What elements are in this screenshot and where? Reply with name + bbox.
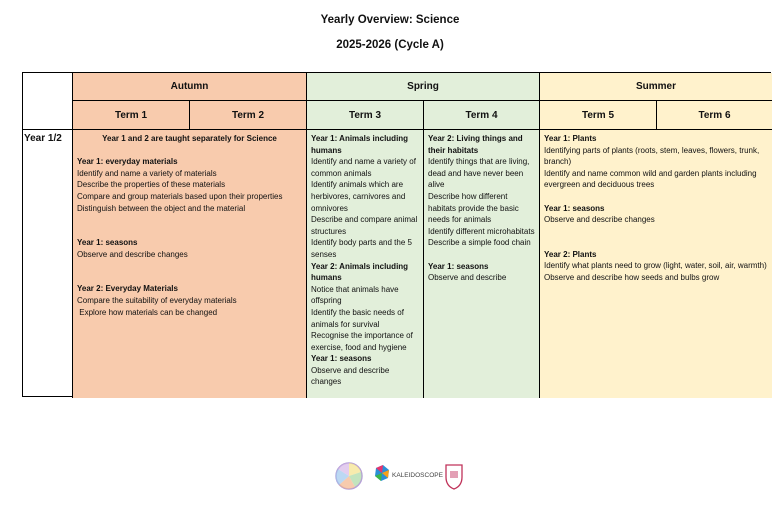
summer-list-3: Identify what plants need to grow (light…: [544, 260, 768, 283]
overview-table: Autumn Spring Summer Term 1 Term 2 Term …: [22, 72, 772, 398]
list-item: Identify the basic needs of animals for …: [311, 307, 407, 329]
list-item: Observe and describe changes: [77, 249, 188, 259]
list-item: Observe and describe changes: [544, 215, 655, 225]
term3-heading-2: Year 2: Animals including humans: [311, 261, 409, 283]
list-item: Identify animals which are herbivores, c…: [311, 180, 408, 213]
list-item: Distinguish between the object and the m…: [77, 203, 246, 213]
list-item: Identify what plants need to grow (light…: [544, 261, 767, 271]
autumn-list-2: Observe and describe changes: [77, 249, 302, 261]
autumn-content: Year 1 and 2 are taught separately for S…: [73, 130, 307, 398]
kaleidoscope-logo: KALEIDOSCOPE: [375, 465, 444, 481]
term-3-content: Year 1: Animals including humans Identif…: [307, 130, 424, 398]
term-2-header: Term 2: [190, 101, 307, 130]
summer-list-2: Observe and describe changes: [544, 214, 768, 226]
autumn-list-1: Identify and name a variety of materials…: [77, 168, 302, 214]
summer-heading-3: Year 2: Plants: [544, 249, 597, 259]
summer-list-1: Identifying parts of plants (roots, stem…: [544, 145, 768, 191]
page-subtitle: 2025-2026 (Cycle A): [336, 39, 444, 51]
list-item: Identify and name common wild and garden…: [544, 168, 759, 190]
list-item: Identify body parts and the 5 senses: [311, 238, 415, 259]
list-item: Describe and compare animal structures: [311, 215, 420, 236]
term4-heading-2: Year 1: seasons: [428, 261, 489, 271]
list-item: Compare and group materials based upon t…: [77, 191, 283, 201]
autumn-note: Year 1 and 2 are taught separately for S…: [102, 134, 277, 143]
term3-list-1: Identify and name a variety of common an…: [311, 156, 419, 260]
list-item: Recognise the importance of exercise, fo…: [311, 331, 416, 352]
term-6-header: Term 6: [657, 101, 772, 130]
term4-heading-1: Year 2: Living things and their habitats: [428, 134, 523, 155]
term-5-header: Term 5: [540, 101, 657, 130]
season-summer: Summer: [540, 73, 772, 101]
autumn-heading-3: Year 2: Everyday Materials: [77, 284, 178, 294]
list-item: Identify things that are living, dead an…: [428, 157, 532, 190]
curriculum-wheel-logo: [335, 462, 363, 490]
svg-text:KALEIDOSCOPE: KALEIDOSCOPE: [392, 472, 444, 479]
list-item: Observe and describe changes: [311, 365, 392, 387]
summer-content: Year 1: Plants Identifying parts of plan…: [540, 130, 772, 398]
list-item: Observe and describe: [428, 273, 507, 283]
term-1-header: Term 1: [73, 101, 190, 130]
term3-heading-1: Year 1: Animals including humans: [311, 134, 409, 155]
term4-list-1: Identify things that are living, dead an…: [428, 156, 535, 249]
summer-heading-2: Year 1: seasons: [544, 203, 605, 213]
summer-heading-1: Year 1: Plants: [544, 134, 597, 143]
list-item: Identify and name a variety of materials: [77, 168, 217, 178]
list-item: Explore how materials can be changed: [77, 307, 218, 317]
list-item: Identifying parts of plants (roots, stem…: [544, 145, 762, 167]
list-item: Observe and describe how seeds and bulbs…: [544, 272, 720, 282]
list-item: Identify different microhabitats: [428, 226, 535, 236]
term3-list-3: Observe and describe changes: [311, 365, 419, 388]
autumn-heading-1: Year 1: everyday materials: [77, 157, 178, 167]
list-item: Describe how different habitats provide …: [428, 191, 521, 225]
term-4-content: Year 2: Living things and their habitats…: [424, 130, 540, 398]
list-item: Identify and name a variety of common an…: [311, 157, 419, 178]
season-spring: Spring: [307, 73, 540, 101]
term-3-header: Term 3: [307, 101, 424, 130]
autumn-list-3: Compare the suitability of everyday mate…: [77, 295, 302, 318]
list-item: Notice that animals have offspring: [311, 284, 401, 306]
list-item: Describe a simple food chain: [428, 238, 531, 248]
season-autumn: Autumn: [73, 73, 307, 101]
term4-list-2: Observe and describe: [428, 272, 535, 284]
corner-cell: [23, 73, 73, 130]
page-title: Yearly Overview: Science: [320, 14, 460, 26]
list-item: Describe the properties of these materia…: [77, 180, 226, 190]
list-item: Compare the suitability of everyday mate…: [77, 295, 237, 305]
row-label: Year 1/2: [23, 130, 73, 398]
autumn-heading-2: Year 1: seasons: [77, 238, 138, 248]
term3-heading-3: Year 1: seasons: [311, 354, 372, 364]
footer-logos: KALEIDOSCOPE: [335, 462, 463, 490]
term-4-header: Term 4: [424, 101, 540, 130]
school-crest-logo: [445, 464, 463, 490]
